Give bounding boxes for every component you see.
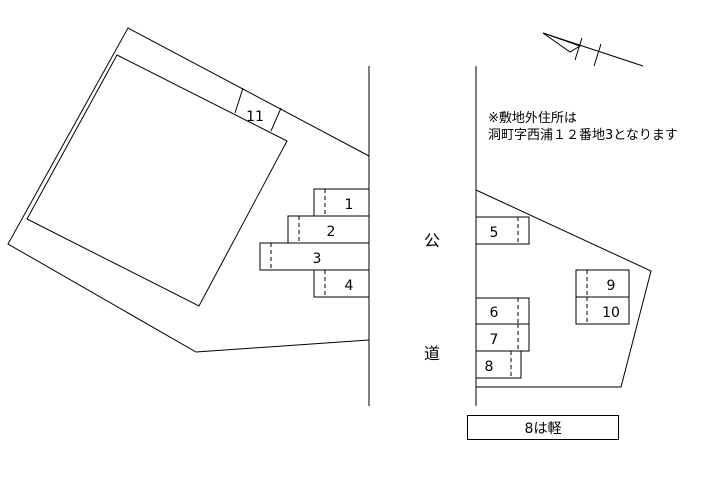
address-note: ※敷地外住所は 洞町字西浦１２番地3となります [488, 110, 678, 144]
space-10-label: 10 [602, 305, 620, 321]
space-2-label: 2 [327, 224, 336, 240]
address-note-line-1: ※敷地外住所は [488, 111, 577, 126]
parking-space-10: 10 [575, 296, 630, 325]
building-outline [26, 54, 288, 307]
parking-space-9: 9 [575, 269, 630, 298]
right-lot-outline [475, 189, 652, 388]
parking-space-4: 4 [313, 269, 370, 298]
space-3-label: 3 [313, 251, 322, 267]
space-5-label: 5 [490, 225, 499, 241]
space-4-label: 4 [345, 278, 354, 294]
space-8-label: 8 [485, 359, 494, 375]
parking-space-5: 5 [475, 216, 530, 245]
space-11-label: 11 [246, 109, 264, 125]
space-9-label: 9 [607, 278, 616, 294]
space-6-label: 6 [490, 305, 499, 321]
parking-space-3: 3 [259, 242, 370, 271]
space-7-label: 7 [490, 332, 499, 348]
parking-space-6: 6 [475, 297, 530, 325]
space-1-label: 1 [345, 197, 354, 213]
left-lot-outline [7, 27, 370, 353]
parking-space-8: 8 [475, 350, 522, 379]
road-label-top: 公 [424, 231, 440, 250]
road-label-bottom: 道 [424, 344, 440, 363]
north-arrow-icon [542, 32, 644, 67]
parking-space-1: 1 [313, 188, 370, 217]
parking-space-7: 7 [475, 323, 530, 352]
parking-space-11: 11 [234, 87, 282, 132]
address-note-line-2: 洞町字西浦１２番地3となります [488, 128, 678, 143]
light-car-note: 8は軽 [467, 415, 619, 440]
parking-space-2: 2 [287, 215, 370, 244]
